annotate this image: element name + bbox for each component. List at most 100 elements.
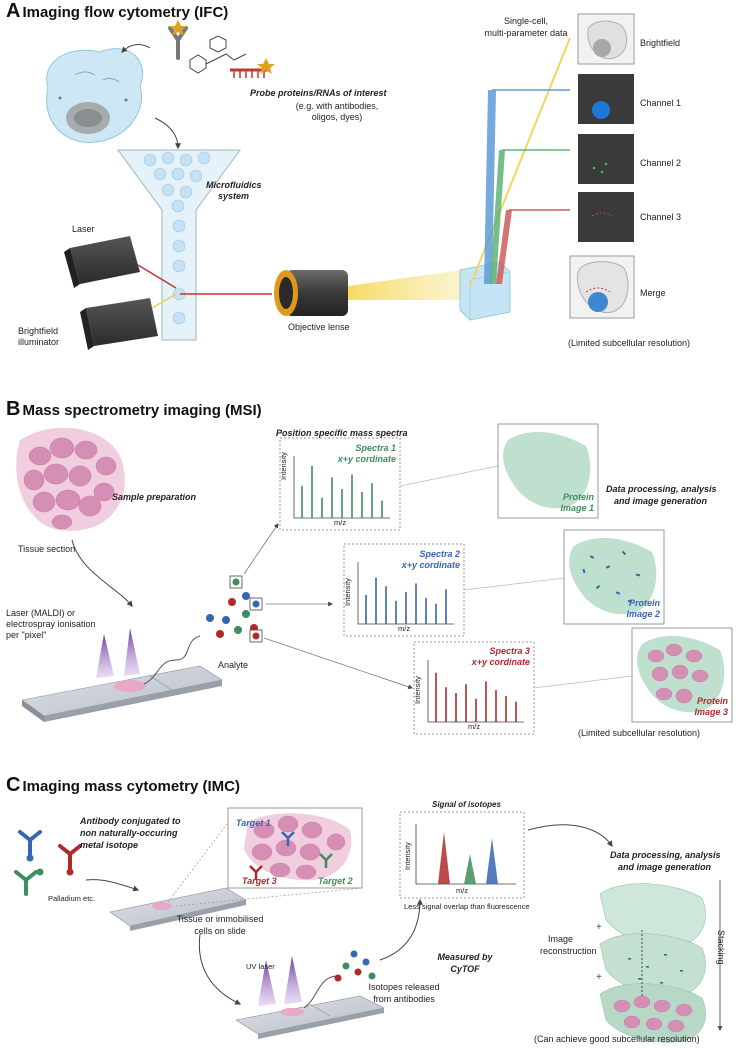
laser-maldi-label-3: per "pixel"	[6, 630, 47, 640]
slide-icon	[109, 887, 247, 931]
antibody-icons	[14, 830, 82, 896]
antibody-label-2: non naturally-occuring	[80, 828, 178, 838]
spectra-1-axes	[293, 456, 390, 519]
spectra-3-axes	[427, 660, 524, 723]
protein-image-1-line1: Protein	[562, 492, 594, 502]
panel-b	[16, 423, 733, 735]
sample-preparation-label: Sample preparation	[112, 492, 197, 502]
channel-2-thumbnail	[578, 134, 634, 184]
laser-label: Laser	[72, 224, 95, 234]
spectra-3-xlabel: m/z	[468, 722, 481, 731]
measured-by-label-2: CyTOF	[450, 964, 480, 974]
antibody-label-1: Antibody conjugated to	[80, 816, 181, 826]
panel-b-title-text: Mass spectrometry imaging (MSI)	[22, 402, 262, 419]
signal-of-isotopes-title: Signal of isotopes	[432, 800, 501, 809]
panel-a-limited-resolution: (Limited subcellular resolution)	[568, 338, 691, 348]
laser-beam-icon	[96, 628, 140, 678]
spectra-1-xlabel: m/z	[334, 518, 347, 527]
probe-subtitle-2: oligos, dyes)	[311, 112, 363, 122]
channel-brightfield-label: Brightfield	[640, 38, 681, 48]
target-3-label: Target 3	[242, 876, 277, 886]
isotope-peak-2	[464, 854, 476, 884]
antibody-label-3: metal isotope	[80, 840, 139, 850]
isotope-axes	[415, 824, 516, 885]
spectra-2-xlabel: m/z	[398, 624, 411, 633]
microfluidics-label-2: system	[218, 191, 250, 201]
rna-probe-icon	[230, 58, 275, 78]
single-cell-label-2: multi-parameter data	[484, 28, 568, 38]
svg-text:+: +	[596, 922, 602, 933]
channel-merge-thumbnail	[569, 255, 635, 319]
spectra-2-box	[343, 543, 465, 637]
analyte-label: Analyte	[218, 660, 249, 670]
isotopes-released-label-2: from antibodies	[373, 994, 435, 1004]
target-1-label: Target 1	[236, 818, 271, 828]
brightfield-illuminator-label-1: Brightfield	[18, 326, 59, 336]
tissue-slide-label-2: cells on slide	[194, 926, 246, 936]
protein-image-3-line2: Image 3	[694, 707, 728, 717]
cell-illustration	[46, 48, 144, 143]
isotope-peak-3	[486, 838, 498, 884]
probe-title: Probe proteins/RNAs of interest	[250, 88, 387, 98]
stacking-label: Stacking	[716, 930, 726, 965]
spectra-2-name: Spectra 2	[419, 549, 460, 559]
protein-image-3	[631, 627, 733, 723]
position-spectra-title: Position specific mass spectra	[276, 428, 408, 438]
spectra-3-ylabel: Intensity	[413, 676, 422, 704]
spectra-3-coord: x+y cordinate	[471, 657, 530, 667]
isotope-peak-1	[438, 832, 450, 884]
tissue-slide-label-1: Tissue or immobilised	[176, 914, 264, 924]
panel-a-title-text: Imaging flow cytometry (IFC)	[22, 4, 229, 21]
objective-lens-icon	[274, 270, 348, 316]
panel-c-title-text: Imaging mass cytometry (IMC)	[22, 778, 241, 795]
channel-brightfield-thumbnail	[577, 13, 635, 65]
protein-image-2	[563, 529, 665, 625]
protein-image-1	[497, 423, 599, 519]
analyte-particles	[206, 592, 258, 638]
spectra-1-coord: x+y cordinate	[337, 454, 396, 464]
microfluidics-label-1: Microfluidics	[206, 180, 262, 190]
channel-merge-label: Merge	[640, 288, 666, 298]
target-2-label: Target 2	[318, 876, 353, 886]
laser-maldi-label-1: Laser (MALDI) or	[6, 608, 76, 618]
stacked-image-layers: + +	[596, 883, 706, 1043]
panel-c-good-resolution: (Can achieve good subcellular resolution…	[534, 1034, 700, 1044]
spectra-2-coord: x+y cordinate	[401, 560, 460, 570]
imc-processing-label-1: Data processing, analysis	[610, 850, 721, 860]
image-reconstruction-label-2: reconstruction	[540, 946, 597, 956]
spectra-1-box	[279, 437, 401, 531]
imc-processing-label-2: and image generation	[618, 862, 712, 872]
panel-a	[46, 13, 635, 350]
brightfield-illuminator-icon	[80, 293, 177, 350]
panel-c-letter: C	[6, 774, 21, 796]
laser-maldi-label-2: electrospray ionisation	[6, 619, 96, 629]
msi-processing-label-1: Data processing, analysis	[606, 484, 717, 494]
channel-3-thumbnail	[578, 192, 634, 242]
channel-2-label: Channel 2	[640, 158, 682, 168]
dye-molecule-icon	[189, 35, 247, 74]
spectra-3-name: Spectra 3	[489, 646, 530, 656]
svg-text:+: +	[596, 972, 602, 983]
measured-by-label-1: Measured by	[437, 952, 493, 962]
spectra-1-ylabel: Intensity	[279, 452, 288, 480]
channel-1-label: Channel 1	[640, 98, 682, 108]
panel-c: + +	[14, 807, 723, 1043]
spectra-2-ylabel: Intensity	[343, 578, 352, 606]
slide-icon	[21, 665, 223, 722]
protein-image-2-line1: Protein	[628, 598, 660, 608]
objective-lens-label: Objective lense	[288, 322, 350, 332]
slide-icon	[235, 995, 385, 1039]
channel-1-thumbnail	[578, 74, 634, 124]
panel-b-letter: B	[6, 398, 21, 420]
uv-laser-label: UV laser	[246, 962, 275, 971]
antibody-icon	[168, 20, 188, 60]
panel-b-limited-resolution: (Limited subcellular resolution)	[578, 728, 701, 738]
isotope-xlabel: m/z	[456, 886, 469, 895]
probe-subtitle-1: (e.g. with antibodies,	[295, 101, 379, 111]
target-tissue-box	[227, 807, 363, 889]
isotope-particles	[334, 950, 376, 982]
laser-icon	[64, 236, 177, 289]
